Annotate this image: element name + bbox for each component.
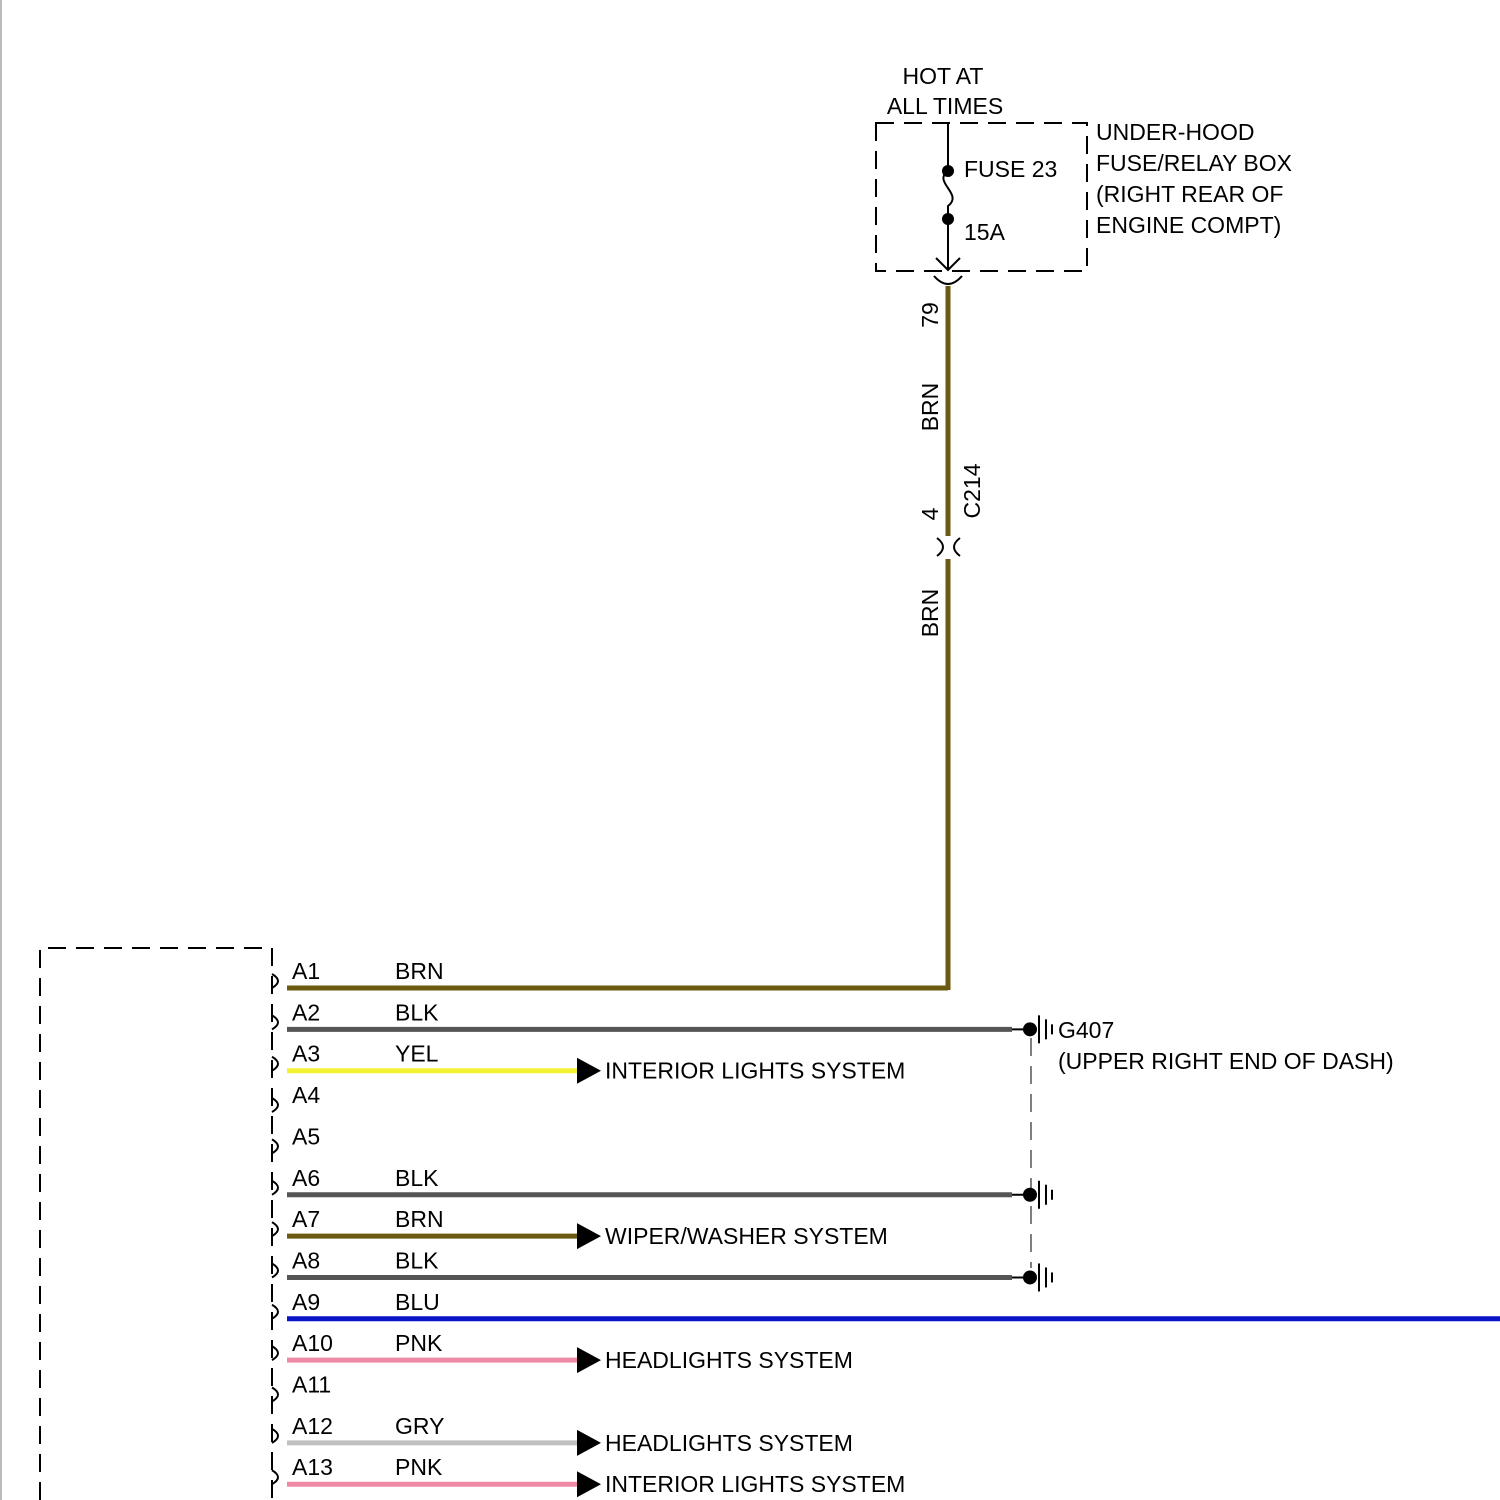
destination-arrow-a3 — [577, 1058, 601, 1084]
wire-color-a3: YEL — [395, 1041, 439, 1067]
pin-label-a6: A6 — [292, 1165, 320, 1191]
feed-wire-color-upper: BRN — [917, 383, 943, 432]
destination-arrow-a7 — [577, 1223, 601, 1249]
ground-terminal-a2 — [1023, 1022, 1037, 1036]
pin-label-a4: A4 — [292, 1082, 320, 1108]
fuse-box-name-line4: ENGINE COMPT) — [1096, 212, 1281, 238]
pin-label-a2: A2 — [292, 999, 320, 1025]
feed-terminal-number: 79 — [917, 302, 943, 328]
wire-color-a13: PNK — [395, 1454, 443, 1480]
pin-label-a13: A13 — [292, 1454, 333, 1480]
pin-label-a8: A8 — [292, 1247, 320, 1273]
c214-pin-number: 4 — [917, 507, 943, 520]
hot-at-label: HOT AT — [903, 63, 984, 89]
ground-location: (UPPER RIGHT END OF DASH) — [1058, 1048, 1394, 1074]
fuse-box-name-line3: (RIGHT REAR OF — [1096, 181, 1283, 207]
pin-label-a12: A12 — [292, 1413, 333, 1439]
wire-color-a9: BLU — [395, 1289, 440, 1315]
pin-label-a10: A10 — [292, 1330, 333, 1356]
destination-a12: HEADLIGHTS SYSTEM — [605, 1430, 853, 1456]
c214-connector-label: C214 — [959, 463, 985, 518]
destination-a10: HEADLIGHTS SYSTEM — [605, 1347, 853, 1373]
wire-color-a6: BLK — [395, 1165, 439, 1191]
wire-color-a1: BRN — [395, 958, 444, 984]
fuse-box-name-line2: FUSE/RELAY BOX — [1096, 150, 1292, 176]
module-outline — [40, 948, 272, 1500]
destination-arrow-a13 — [577, 1471, 601, 1497]
pin-label-a11: A11 — [292, 1372, 331, 1398]
pin-label-a3: A3 — [292, 1041, 320, 1067]
pin-label-a1: A1 — [292, 958, 320, 984]
fuse-relay-box-outline — [876, 123, 1087, 271]
c214-connector-symbol — [937, 538, 960, 556]
fuse-box-name-line1: UNDER-HOOD — [1096, 119, 1254, 145]
wire-color-a2: BLK — [395, 999, 439, 1025]
pin-label-a9: A9 — [292, 1289, 320, 1315]
ground-name: G407 — [1058, 1017, 1114, 1043]
destination-arrow-a12 — [577, 1430, 601, 1456]
fuse-label: FUSE 23 — [964, 156, 1057, 182]
feed-wire-color-lower: BRN — [917, 589, 943, 638]
fuse-box-connector-cup — [934, 276, 962, 284]
ground-terminal-a6 — [1023, 1188, 1037, 1202]
wire-color-a12: GRY — [395, 1413, 444, 1439]
destination-arrow-a10 — [577, 1347, 601, 1373]
wire-color-a10: PNK — [395, 1330, 443, 1356]
wire-color-a7: BRN — [395, 1206, 444, 1232]
all-times-label: ALL TIMES — [887, 93, 1003, 119]
destination-a7: WIPER/WASHER SYSTEM — [605, 1223, 888, 1249]
fuse-symbol — [943, 171, 952, 218]
destination-a3: INTERIOR LIGHTS SYSTEM — [605, 1058, 905, 1084]
destination-a13: INTERIOR LIGHTS SYSTEM — [605, 1471, 905, 1497]
fuse-rating: 15A — [964, 219, 1006, 245]
ground-terminal-a8 — [1023, 1270, 1037, 1284]
pin-label-a5: A5 — [292, 1123, 320, 1149]
wire-color-a8: BLK — [395, 1247, 439, 1273]
pin-label-a7: A7 — [292, 1206, 320, 1232]
